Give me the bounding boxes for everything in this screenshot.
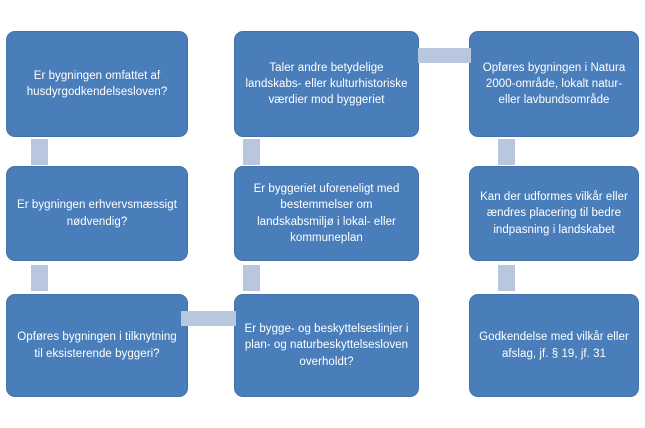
flowchart-node-4[interactable]: Er bygningen erhvervsmæssigt nødvendig?: [6, 166, 188, 261]
flowchart-connector-n1-n4: [31, 139, 48, 165]
flowchart-node-5[interactable]: Er byggeriet uforeneligt med bestemmelse…: [234, 166, 419, 261]
flowchart-node-1[interactable]: Er bygningen omfattet af husdyrgodkendel…: [6, 31, 188, 137]
flowchart-node-3-label: Opføres bygningen i Natura 2000-område, …: [482, 61, 626, 107]
flowchart-connector-n5-n8: [243, 265, 260, 291]
flowchart-node-7-label: Opføres bygningen i tilknytning til eksi…: [17, 331, 177, 360]
flowchart-node-4-label: Er bygningen erhvervsmæssigt nødvendig?: [17, 199, 177, 228]
flowchart-node-6-label: Kan der udformes vilkår eller ændres pla…: [480, 191, 628, 236]
flowchart-node-6[interactable]: Kan der udformes vilkår eller ændres pla…: [469, 166, 639, 261]
flowchart-connector-n6-n9: [498, 265, 515, 291]
flowchart-connector-n2-n3: [418, 48, 471, 63]
flowchart-connector-n7-n8: [181, 311, 236, 326]
flowchart-node-2[interactable]: Taler andre betydelige landskabs- eller …: [234, 31, 419, 137]
flowchart-node-9[interactable]: Godkendelse med vilkår eller afslag, jf.…: [469, 294, 639, 397]
flowchart-node-8-label: Er bygge- og beskyttelseslinjer i plan- …: [244, 323, 409, 368]
flowchart-node-5-label: Er byggeriet uforeneligt med bestemmelse…: [253, 182, 400, 244]
flowchart-connector-n4-n7: [31, 265, 48, 291]
flowchart-node-3[interactable]: Opføres bygningen i Natura 2000-område, …: [469, 31, 639, 137]
flowchart-connector-n2-n5: [243, 139, 260, 165]
flowchart-node-9-label: Godkendelse med vilkår eller afslag, jf.…: [479, 331, 629, 360]
flowchart-node-7[interactable]: Opføres bygningen i tilknytning til eksi…: [6, 294, 188, 397]
flowchart-node-2-label: Taler andre betydelige landskabs- eller …: [245, 61, 408, 107]
flowchart-connector-n3-n6: [498, 139, 515, 165]
flowchart-node-8[interactable]: Er bygge- og beskyttelseslinjer i plan- …: [234, 294, 419, 397]
flowchart-node-1-label: Er bygningen omfattet af husdyrgodkendel…: [26, 69, 168, 98]
